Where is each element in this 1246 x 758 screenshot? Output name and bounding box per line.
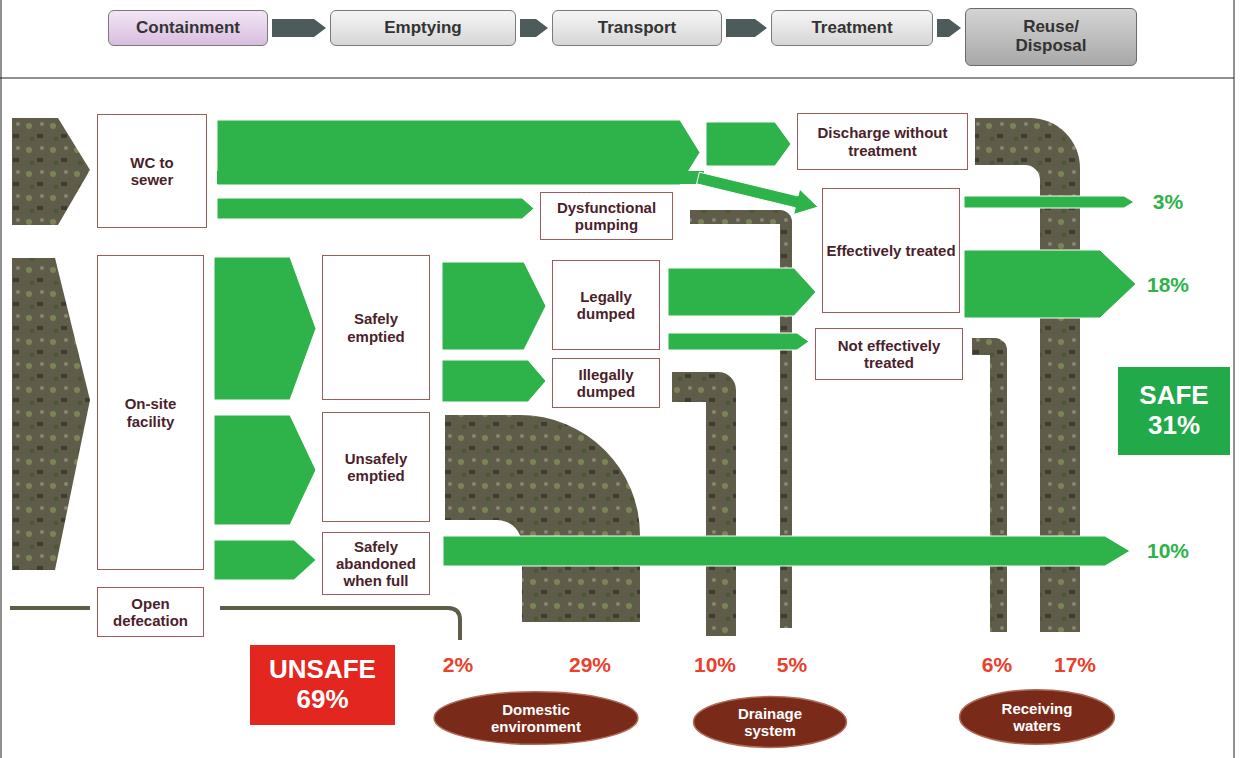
node-label: On-site facility <box>101 395 200 430</box>
percent-label: 10% <box>1147 539 1189 563</box>
frame-line <box>0 78 1234 79</box>
percent-label: 5% <box>777 653 807 677</box>
flow-arrow <box>668 333 809 350</box>
node-label: SAFE 31% <box>1134 381 1214 441</box>
block-arrow <box>726 19 767 37</box>
percent-label: 6% <box>982 653 1012 677</box>
unsafe-pipe <box>972 338 1007 632</box>
flow-arrow <box>214 415 316 525</box>
flow-arrow <box>937 19 961 37</box>
node-label: Transport <box>598 18 676 38</box>
percent-label: 3% <box>1153 190 1183 214</box>
process-box: Effectively treated <box>822 188 960 313</box>
process-box: Dysfunctional pumping <box>540 192 673 240</box>
total-box: SAFE 31% <box>1118 367 1230 455</box>
flow-arrow <box>442 262 546 350</box>
process-box: Unsafely emptied <box>322 412 430 522</box>
flow-arrow <box>214 540 316 580</box>
block-arrow <box>217 198 534 219</box>
block-arrow <box>272 19 326 37</box>
destination-ellipse: Drainage system <box>692 695 848 749</box>
safe-flow-arrow <box>964 196 1134 208</box>
node-label: Receiving waters <box>987 700 1087 735</box>
flow-arrow <box>442 360 546 402</box>
block-arrow <box>706 122 791 166</box>
flow-arrow <box>214 257 316 400</box>
node-label: Open defecation <box>101 595 200 630</box>
node-label: Unsafely emptied <box>326 450 426 485</box>
stage-header: Transport <box>552 10 722 46</box>
node-label: Treatment <box>811 18 892 38</box>
flow-arrow <box>520 19 548 37</box>
stage-header: Treatment <box>771 10 933 46</box>
frame-line <box>1 0 2 758</box>
process-box: Open defecation <box>97 587 204 637</box>
node-label: Reuse/ Disposal <box>1006 18 1096 55</box>
node-label: Emptying <box>384 18 461 38</box>
percent-label: 17% <box>1054 653 1096 677</box>
node-label: Illegally dumped <box>556 366 656 401</box>
process-box: Not effectively treated <box>815 328 963 380</box>
node-label: Domestic environment <box>481 701 591 736</box>
destination-ellipse: Receiving waters <box>958 688 1116 746</box>
block-arrow <box>668 268 816 316</box>
inflow-pipe <box>12 118 90 225</box>
process-box: Discharge without treatment <box>797 113 968 170</box>
node-label: Dysfunctional pumping <box>544 199 669 234</box>
safe-flow-arrow <box>964 250 1136 318</box>
block-arrow <box>520 19 548 37</box>
total-box: UNSAFE 69% <box>250 645 395 725</box>
open-defecation-line <box>10 606 90 610</box>
destination-ellipse: Domestic environment <box>432 690 640 746</box>
block-arrow <box>214 540 316 580</box>
process-box: WC to sewer <box>97 114 207 228</box>
flow-arrow <box>272 19 326 37</box>
block-arrow <box>668 333 809 350</box>
block-arrow <box>442 360 546 402</box>
process-box: Safely emptied <box>322 255 430 400</box>
percent-label: 10% <box>694 653 736 677</box>
arrow-head <box>697 172 818 214</box>
flow-arrow <box>726 19 767 37</box>
block-arrow <box>214 257 316 400</box>
process-box: Legally dumped <box>552 260 660 350</box>
block-arrow <box>937 19 961 37</box>
percent-label: 2% <box>443 653 473 677</box>
node-label: Safely abandoned when full <box>326 538 426 590</box>
percent-label: 29% <box>569 653 611 677</box>
flow-arrow <box>217 198 534 219</box>
inflow-pipe <box>12 258 90 570</box>
process-box: Safely abandoned when full <box>322 532 430 595</box>
node-label: Legally dumped <box>556 288 656 323</box>
unsafe-pipe <box>445 415 640 622</box>
unsafe-pipe <box>672 372 736 636</box>
node-label: UNSAFE 69% <box>268 655 378 715</box>
node-label: WC to sewer <box>117 154 187 189</box>
node-label: Drainage system <box>720 705 820 740</box>
stage-header: Reuse/ Disposal <box>965 8 1137 66</box>
stage-header: Containment <box>108 10 268 46</box>
node-label: Safely emptied <box>326 310 426 345</box>
node-label: Not effectively treated <box>819 337 959 372</box>
node-label: Discharge without treatment <box>801 124 964 159</box>
percent-label: 18% <box>1147 273 1189 297</box>
arrow-shaft <box>217 171 704 184</box>
open-defecation-line <box>220 608 460 640</box>
flow-arrow <box>668 268 816 316</box>
process-box: On-site facility <box>97 255 204 570</box>
block-arrow <box>442 262 546 350</box>
stage-header: Emptying <box>330 10 516 46</box>
process-box: Illegally dumped <box>552 358 660 408</box>
frame-line <box>1234 0 1235 758</box>
safe-flow-arrow <box>443 536 1130 566</box>
node-label: Containment <box>136 18 240 38</box>
block-arrow <box>214 415 316 525</box>
node-label: Effectively treated <box>826 242 955 259</box>
